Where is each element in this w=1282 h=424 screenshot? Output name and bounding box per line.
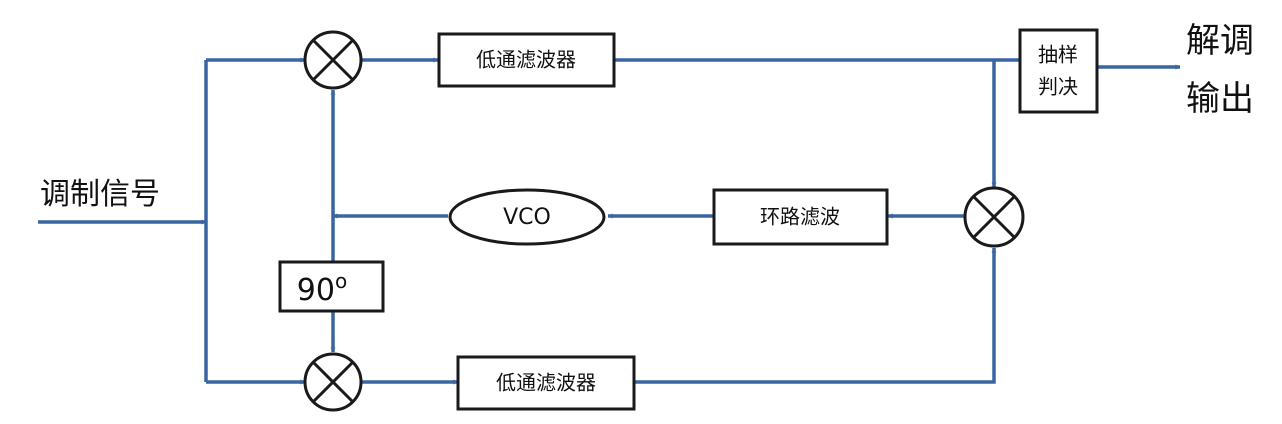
input-signal-label: 调制信号 <box>40 177 160 212</box>
phase-shifter-block: 90o <box>278 260 385 313</box>
phase-shifter-box <box>278 260 385 313</box>
lpf-top-block: 低通滤波器 <box>437 32 616 88</box>
decision-box <box>1018 28 1099 114</box>
phase-shift-value: 90 <box>297 273 335 308</box>
phase-shifter-label: 90o <box>297 269 347 308</box>
mixer-top <box>303 30 363 90</box>
output-label-line2: 输出 <box>1186 79 1254 119</box>
lpf-top-label: 低通滤波器 <box>476 48 576 72</box>
lpf-bottom-box <box>456 355 636 411</box>
multiplier-cross-b <box>311 38 355 82</box>
multiplier-cross-b <box>971 194 1017 240</box>
mixer-loop <box>963 186 1025 248</box>
loop-filter-box <box>712 188 889 246</box>
vco-ellipse <box>448 188 606 246</box>
lpf-bottom-block: 低通滤波器 <box>456 355 636 411</box>
output-label-line1: 解调 <box>1186 21 1254 61</box>
decision-label-line1: 抽样 <box>1038 43 1078 67</box>
multiplier-cross-b <box>311 360 355 404</box>
decision-label-line2: 判决 <box>1038 75 1078 99</box>
signal-wires <box>38 57 1181 385</box>
lpf-top-box <box>437 32 616 88</box>
loop-filter-label: 环路滤波 <box>760 205 840 229</box>
wire-bottom-lpf-to-loop-mixer <box>635 247 997 384</box>
decision-block: 抽样 判决 <box>1018 28 1099 114</box>
vco-label: VCO <box>503 205 551 230</box>
lpf-bottom-label: 低通滤波器 <box>496 371 596 395</box>
phase-shift-unit: o <box>335 269 347 293</box>
mixer-bottom <box>303 352 363 412</box>
loop-filter-block: 环路滤波 <box>712 188 889 246</box>
vco-block: VCO <box>448 188 606 246</box>
